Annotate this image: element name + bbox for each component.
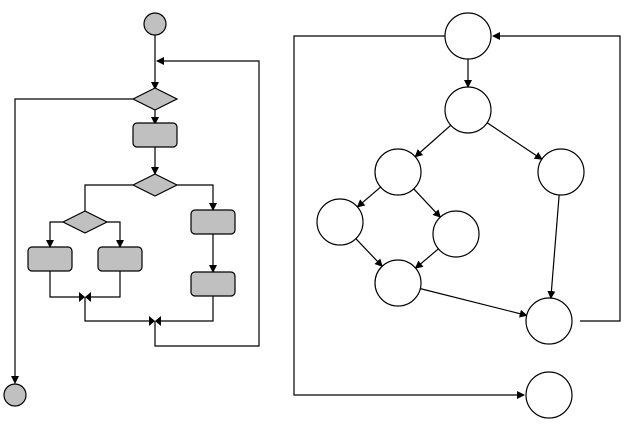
decision-node bbox=[131, 173, 179, 197]
action-node bbox=[190, 271, 236, 297]
graph-node-n8 bbox=[525, 297, 573, 345]
edge-n7-n8 bbox=[420, 288, 528, 318]
edge-n1-n9 bbox=[293, 35, 525, 399]
graph-node-n2 bbox=[444, 86, 492, 134]
edge-n8-n1 bbox=[492, 32, 621, 322]
merge-node bbox=[79, 292, 91, 302]
graph-node-n6 bbox=[432, 210, 480, 258]
action-node bbox=[190, 209, 236, 235]
flow-graph bbox=[293, 12, 621, 419]
edge-n3-n5 bbox=[356, 186, 381, 208]
edge-n3-n6 bbox=[413, 188, 441, 218]
edge-a3-m1 bbox=[90, 271, 121, 298]
edge-d2-d3 bbox=[84, 184, 133, 212]
graph-node-n3 bbox=[374, 148, 422, 196]
action-node bbox=[132, 122, 178, 148]
edge-d1-end bbox=[11, 98, 133, 384]
edge-a2-m1 bbox=[49, 271, 80, 298]
action-node bbox=[97, 246, 143, 272]
graph-node-n5 bbox=[316, 198, 364, 246]
edge-m1-m2 bbox=[84, 297, 150, 322]
edge-a5-m2 bbox=[160, 296, 214, 322]
edge-n2-n4 bbox=[486, 122, 543, 160]
edge-m2-loop bbox=[154, 57, 260, 347]
graph-node-n4 bbox=[537, 148, 585, 196]
edge-n6-n7 bbox=[414, 248, 439, 269]
graph-node-n9 bbox=[525, 371, 573, 419]
decision-node bbox=[61, 210, 109, 234]
edge-n2-n3 bbox=[414, 124, 452, 158]
edge-n4-n8 bbox=[547, 194, 560, 300]
edge-n5-n7 bbox=[355, 238, 383, 268]
graph-node-n1 bbox=[444, 12, 492, 60]
graph-node-n7 bbox=[374, 259, 422, 307]
edge-d2-a4 bbox=[177, 184, 217, 211]
activity-diagram bbox=[3, 12, 260, 407]
edge-d3-a2 bbox=[46, 221, 63, 248]
initial-node bbox=[143, 12, 167, 36]
final-node bbox=[3, 383, 27, 407]
merge-node bbox=[149, 316, 161, 326]
decision-node bbox=[131, 87, 179, 111]
edge-d3-a3 bbox=[107, 221, 124, 248]
action-node bbox=[27, 246, 73, 272]
